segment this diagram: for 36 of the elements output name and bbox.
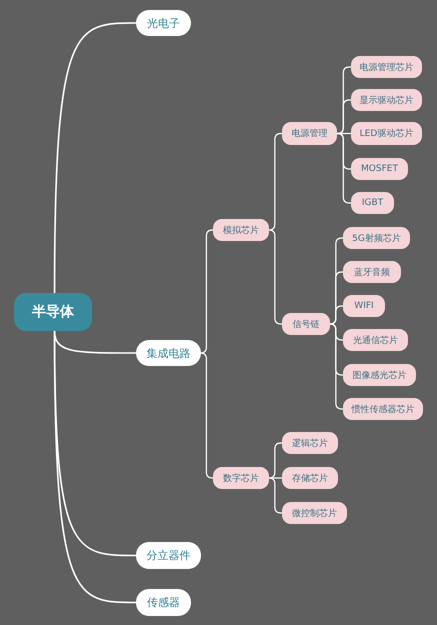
subtopic-box: 图像感光芯片 (343, 364, 416, 386)
subtopic-box: 蓝牙音频 (343, 261, 401, 283)
subtopic-box: 数字芯片 (213, 467, 269, 489)
subtopic-box: 微控制芯片 (282, 502, 347, 524)
connector-line (269, 477, 282, 479)
connector-line (200, 352, 214, 479)
subtopic-box: WIFI (343, 295, 385, 317)
connector-line (329, 323, 343, 410)
connector-line (268, 442, 282, 479)
subtopic-box: 存储芯片 (282, 467, 338, 489)
subtopic-box: 模拟芯片 (213, 219, 269, 241)
subtopic-box: 信号链 (282, 313, 330, 335)
subtopic-box: 电源管理芯片 (351, 56, 422, 78)
topic-box: 分立器件 (136, 542, 201, 569)
subtopic-box: 逻辑芯片 (282, 432, 338, 454)
subtopic-box: 5G射频芯片 (343, 227, 410, 249)
topic-box: 集成电路 (136, 340, 201, 366)
connector-line (200, 229, 214, 354)
subtopic-box: LED驱动芯片 (351, 122, 422, 145)
topic-box: 传感器 (136, 589, 191, 616)
connector-line (268, 132, 282, 231)
subtopic-box: 电源管理 (282, 122, 337, 145)
connector-line (268, 229, 282, 325)
subtopic-box: 惯性传感器芯片 (343, 398, 423, 420)
root-topic-box: 半导体 (14, 293, 92, 331)
subtopic-box: 光通信芯片 (343, 329, 408, 351)
connector-line (336, 99, 351, 134)
connector-line (54, 22, 136, 293)
connector-line (337, 132, 351, 134)
subtopic-box: 显示驱动芯片 (351, 89, 422, 111)
connector-line (54, 331, 136, 604)
subtopic-box: IGBT (351, 192, 394, 214)
subtopic-box: MOSFET (351, 158, 408, 180)
connector-line (268, 477, 282, 514)
connector-line (329, 305, 343, 325)
topic-box: 光电子 (136, 10, 191, 36)
